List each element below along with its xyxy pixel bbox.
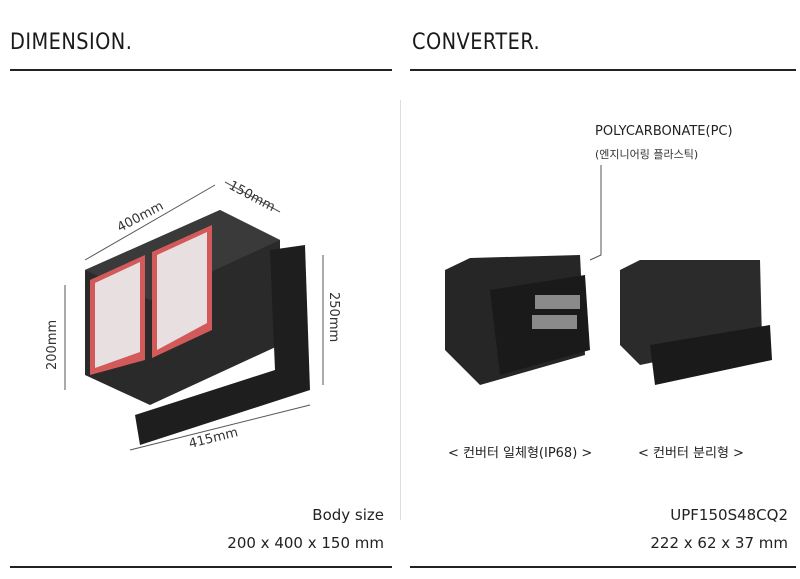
converter-module-top [535, 295, 580, 309]
separated-type-label: < 컨버터 분리형 > [638, 446, 744, 461]
converter-drawings [445, 165, 772, 385]
material-leader-line [589, 165, 602, 261]
body-size-label: Body size [312, 506, 384, 524]
led-array-right [157, 232, 207, 350]
dimension-panel: DIMENSION. 400mm 150mm 200mm 250mm 415mm… [10, 30, 392, 568]
converter-model: UPF150S48CQ2 [670, 506, 788, 524]
dimension-title: DIMENSION. [10, 30, 133, 55]
converter-module-bottom [532, 315, 577, 329]
converter-size: 222 x 62 x 37 mm [650, 534, 788, 552]
integrated-type-label: < 컨버터 일체형(IP68) > [448, 446, 593, 461]
converter-top-rule [410, 69, 796, 71]
converter-bottom-rule [410, 566, 796, 568]
body-size-value: 200 x 400 x 150 mm [227, 534, 384, 552]
separated-bracket [650, 325, 772, 385]
height-left-label: 200mm [45, 320, 60, 370]
bracket-dimension-line [129, 404, 311, 451]
led-array-left [95, 262, 140, 368]
material-korean-label: (엔지니어링 플라스틱) [595, 148, 699, 161]
panel-divider [400, 100, 401, 520]
depth-label: 150mm [226, 178, 277, 215]
mounting-bracket [135, 245, 310, 445]
converter-panel: CONVERTER. POLYCARBONATE(PC) (엔지니어링 플라스틱… [400, 0, 800, 579]
dimension-top-rule [10, 69, 392, 71]
material-label: POLYCARBONATE(PC) [595, 124, 733, 139]
dimension-bottom-rule [10, 566, 392, 568]
height-right-label: 250mm [326, 292, 341, 342]
converter-title: CONVERTER. [412, 30, 541, 55]
floodlight-dimension-drawing: 400mm 150mm 200mm 250mm 415mm [45, 178, 341, 452]
width-dimension-line [84, 184, 216, 261]
depth-dimension-line [224, 181, 281, 213]
